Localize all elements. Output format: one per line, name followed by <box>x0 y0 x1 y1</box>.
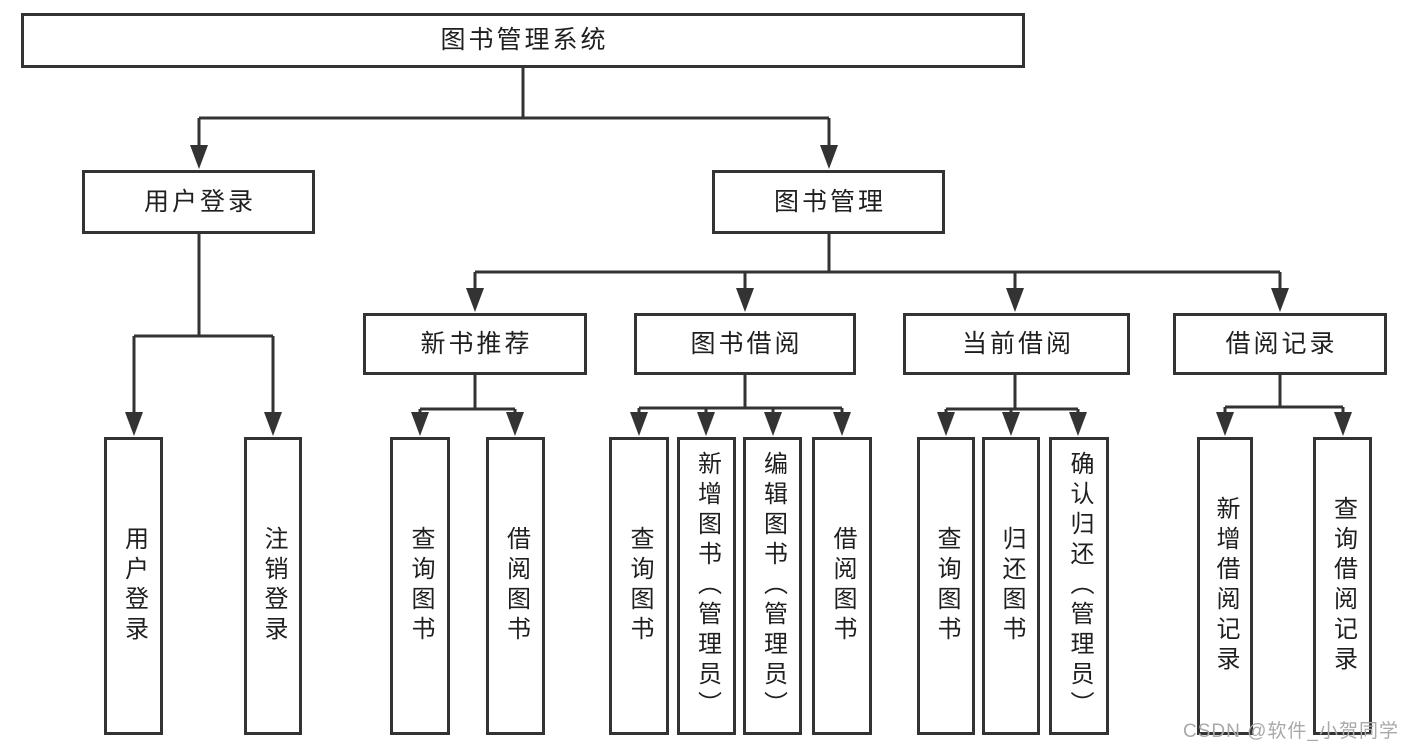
node-label: 借阅图书 <box>502 526 530 646</box>
node-borrow-records: 借阅记录 <box>1173 313 1387 375</box>
node-label: 图书借阅 <box>690 329 803 358</box>
leaf-borrow-query-book: 查询图书 <box>609 437 669 735</box>
node-label: 借阅记录 <box>1225 329 1338 358</box>
node-label: 注销登录 <box>260 526 287 646</box>
node-label: 新书推荐 <box>420 329 533 358</box>
node-new-book-recommend: 新书推荐 <box>363 313 587 375</box>
node-label: 图书管理 <box>773 187 886 216</box>
node-current-borrow: 当前借阅 <box>903 313 1130 375</box>
node-label: 新增图书（管理员） <box>693 451 721 721</box>
node-label: 借阅图书 <box>829 526 856 646</box>
leaf-current-return-book: 归还图书 <box>982 437 1040 735</box>
leaf-borrow-borrow-book: 借阅图书 <box>812 437 872 735</box>
node-label: 图书管理系统 <box>440 26 609 54</box>
node-label: 新增借阅记录 <box>1212 496 1239 676</box>
node-label: 查询图书 <box>933 526 960 646</box>
leaf-borrow-add-book-admin: 新增图书（管理员） <box>677 437 736 735</box>
leaf-current-confirm-return-admin: 确认归还（管理员） <box>1049 437 1109 735</box>
node-label: 查询图书 <box>626 526 653 646</box>
leaf-user-login: 用户登录 <box>104 437 163 735</box>
csdn-watermark: CSDN @软件_小贺同学 <box>1183 721 1399 742</box>
node-book-borrow: 图书借阅 <box>634 313 856 375</box>
node-label: 编辑图书（管理员） <box>759 451 787 721</box>
arrowheads <box>125 145 1352 436</box>
node-label: 用户登录 <box>143 187 256 216</box>
node-label: 用户登录 <box>120 526 148 646</box>
node-user-login: 用户登录 <box>82 170 315 234</box>
node-label: 查询借阅记录 <box>1329 496 1357 676</box>
leaf-logout-login: 注销登录 <box>244 437 302 735</box>
node-label: 归还图书 <box>998 526 1025 646</box>
node-label: 查询图书 <box>407 526 434 646</box>
leaf-records-query-borrow-record: 查询借阅记录 <box>1313 437 1372 735</box>
node-book-management: 图书管理 <box>712 170 945 234</box>
leaf-records-add-borrow-record: 新增借阅记录 <box>1197 437 1253 735</box>
leaf-borrow-edit-book-admin: 编辑图书（管理员） <box>743 437 802 735</box>
leaf-recommend-query-book: 查询图书 <box>390 437 450 735</box>
node-label: 当前借阅 <box>961 329 1074 358</box>
leaf-current-query-book: 查询图书 <box>917 437 975 735</box>
node-label: 确认归还（管理员） <box>1066 451 1093 721</box>
node-library-system-root: 图书管理系统 <box>21 13 1025 68</box>
leaf-recommend-borrow-book: 借阅图书 <box>486 437 545 735</box>
